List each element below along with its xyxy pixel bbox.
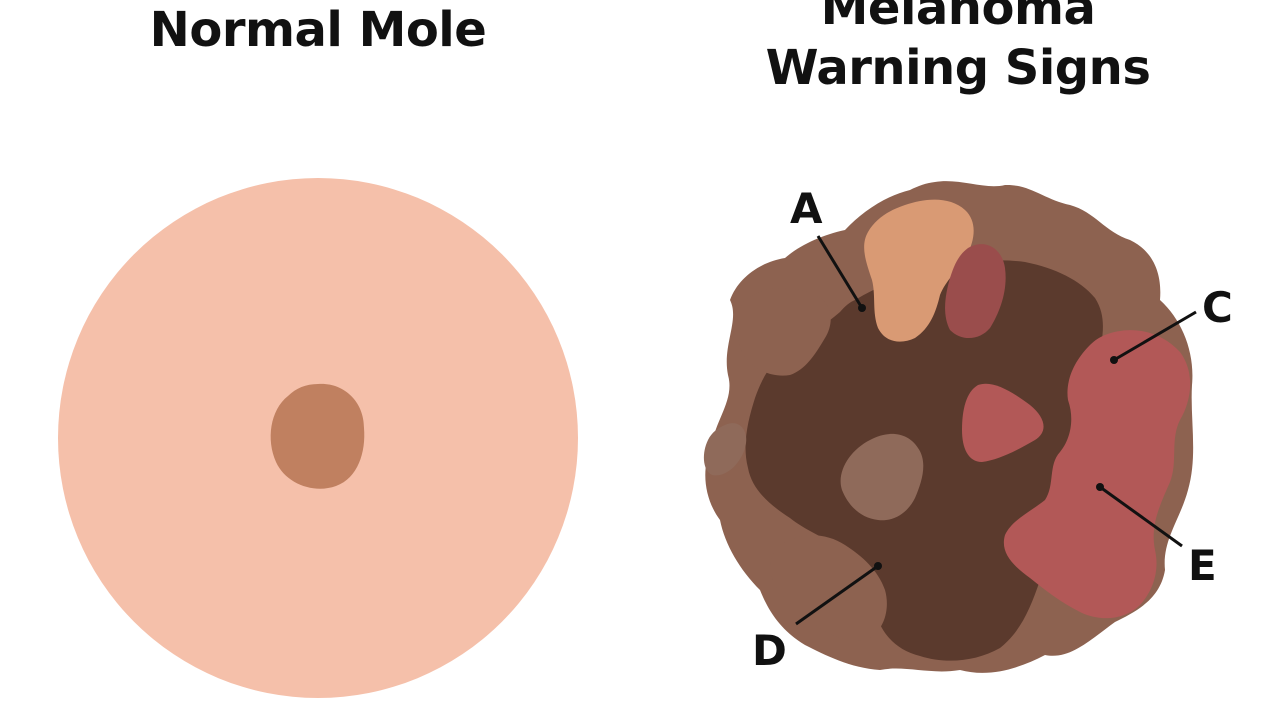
melanoma-left-blob: [703, 423, 747, 476]
callout-d-label: D: [752, 626, 787, 675]
melanoma-center-blob: [840, 433, 924, 521]
melanoma-title-line2: Warning Signs: [765, 40, 1151, 96]
melanoma-red-top-patch: [945, 244, 1006, 339]
melanoma-top-left-patch: [737, 288, 831, 376]
callout-c-line: [1113, 310, 1197, 362]
callout-e-label: E: [1188, 541, 1217, 590]
callout-e-line: [1099, 485, 1183, 548]
callout-c-dot: [1110, 356, 1118, 364]
melanoma-title-line1: Melanoma: [820, 0, 1096, 36]
callout-d-line: [795, 564, 879, 626]
melanoma-red-triangle: [962, 383, 1044, 462]
melanoma-illustration: [703, 181, 1194, 673]
melanoma-bottom-left-patch: [770, 535, 887, 641]
callout-e-dot: [1096, 483, 1104, 491]
callouts: A C E D: [752, 184, 1233, 675]
normal-mole-spot: [270, 383, 365, 489]
normal-mole-title: Normal Mole: [149, 2, 487, 58]
callout-c-label: C: [1202, 283, 1233, 332]
callout-d-dot: [874, 562, 882, 570]
melanoma-tan-patch: [864, 199, 974, 342]
callout-a-dot: [858, 304, 866, 312]
melanoma-red-right-region: [1003, 330, 1191, 619]
normal-mole-illustration: [58, 178, 578, 698]
callout-a-label: A: [790, 184, 823, 233]
callout-a-line: [816, 235, 864, 309]
